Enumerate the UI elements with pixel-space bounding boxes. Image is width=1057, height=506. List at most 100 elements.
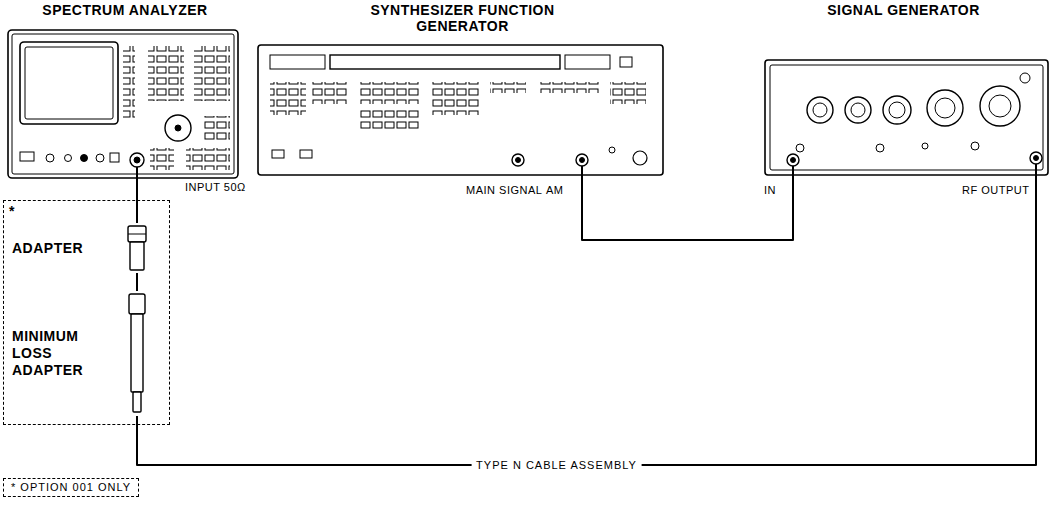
cable [136, 273, 138, 291]
signal-generator-drawing-part [1035, 164, 1037, 182]
signal-generator-drawing-part [851, 103, 865, 117]
spectrum-analyzer-drawing-part [20, 152, 34, 161]
signal-generator-drawing-part [787, 154, 799, 166]
footnote-text: * OPTION 001 ONLY [11, 481, 131, 494]
synthesizer-drawing-part [360, 82, 420, 104]
spectrum-analyzer-drawing-part [130, 153, 144, 167]
instrument-outline: SIGNAL GENERATOR [755, 2, 1052, 182]
adapter-drawing-part [128, 234, 146, 235]
spectrum-analyzer-drawing-part [20, 42, 118, 124]
instrument-outline: SYNTHESIZER FUNCTION GENERATOR [255, 2, 670, 182]
synthesizer-drawing [258, 45, 663, 182]
port-label: AM [546, 184, 564, 196]
port-label: INPUT 50Ω [185, 181, 246, 193]
synthesizer-drawing-part [580, 158, 585, 163]
option-group-box: * ADAPTER MINIMUM LOSS ADAPTER [3, 200, 170, 425]
option-note-box: * OPTION 001 ONLY [3, 478, 139, 497]
synthesizer-drawing-part [512, 154, 524, 166]
spectrum-analyzer-drawing-part [175, 125, 181, 131]
minimum-loss-adapter-drawing-part [133, 392, 141, 412]
spectrum-analyzer-drawing-part [123, 46, 135, 120]
signal-generator-drawing-part [807, 97, 833, 123]
synthesizer-drawing-part [633, 151, 647, 165]
instrument-title: SIGNAL GENERATOR [827, 2, 980, 18]
signal-generator-drawing-part [1020, 73, 1030, 83]
signal-generator-drawing-part [1034, 156, 1039, 161]
adapter-drawing-part [128, 226, 146, 242]
signal-generator-drawing-part [791, 158, 796, 163]
spectrum-analyzer-drawing-part [65, 155, 72, 162]
part-label: * [9, 203, 164, 220]
synthesizer-drawing-part [312, 82, 348, 104]
instrument-outline: SPECTRUM ANALYZER [5, 2, 245, 180]
signal-generator-drawing-part [1030, 152, 1042, 164]
adapter-part: MINIMUM LOSS ADAPTER [12, 291, 162, 416]
synthesizer-drawing-part [330, 55, 560, 69]
spectrum-analyzer-drawing-part [96, 154, 104, 162]
signal-generator-drawing-part [876, 144, 884, 152]
spectrum-analyzer-drawing-part [194, 46, 230, 101]
synthesizer-drawing-part [300, 150, 312, 158]
port-label: RF OUTPUT [962, 184, 1029, 196]
signal-generator-drawing-part [845, 97, 871, 123]
signal-generator-drawing-part [765, 60, 1048, 175]
spectrum-analyzer-drawing-part [148, 46, 184, 101]
signal-generator-drawing-part [922, 143, 928, 149]
signal-generator-drawing-part [792, 166, 794, 182]
synthesizer-drawing-part [540, 82, 600, 93]
minimum-loss-adapter-drawing-part [129, 294, 145, 314]
synthesizer-drawing-part [581, 166, 583, 182]
synthesizer-drawing-part [576, 154, 588, 166]
instrument-title: SYNTHESIZER FUNCTION GENERATOR [368, 2, 558, 34]
spectrum-analyzer-drawing-part [81, 155, 88, 162]
signal-generator-drawing-part [989, 95, 1011, 117]
port-label: IN [764, 184, 776, 196]
synthesizer-drawing-part [610, 82, 646, 104]
spectrum-analyzer-drawing-part [12, 34, 234, 174]
synthesizer-drawing-part [272, 150, 284, 158]
synthesizer-drawing-part [258, 45, 663, 175]
signal-generator-drawing-part [770, 65, 1043, 170]
adapter-drawing [128, 226, 146, 270]
synthesizer-drawing-part [565, 55, 610, 69]
signal-generator-drawing-part [935, 98, 955, 118]
port-label: MAIN SIGNAL [466, 184, 542, 196]
signal-generator-drawing-part [927, 90, 963, 126]
signal-generator-drawing-part [883, 96, 911, 124]
synthesizer-drawing-part [516, 158, 521, 163]
spectrum-analyzer-drawing-part [186, 148, 230, 170]
spectrum-analyzer-drawing-part [150, 148, 174, 170]
synthesizer-drawing-part [432, 82, 480, 115]
signal-generator-drawing-part [980, 86, 1020, 126]
spectrum-analyzer-drawing-part [46, 154, 54, 162]
cable [582, 182, 793, 240]
part-label: MINIMUM LOSS ADAPTER [12, 328, 104, 378]
synthesizer-drawing-part [609, 147, 615, 153]
spectrum-analyzer-drawing-part [110, 153, 119, 162]
minimum-loss-adapter-drawing [129, 294, 145, 412]
signal-generator-drawing-part [889, 102, 905, 118]
adapter-part: ADAPTER [12, 223, 162, 273]
spectrum-analyzer-drawing-part [204, 116, 230, 142]
spectrum-analyzer-drawing-part [134, 157, 140, 163]
spectrum-analyzer-drawing [8, 30, 238, 180]
spectrum-analyzer-drawing-part [136, 167, 138, 180]
synthesizer-drawing-part [620, 57, 632, 67]
synthesizer-drawing-part [270, 55, 325, 69]
spectrum-analyzer-drawing-part [8, 30, 238, 178]
instrument-title: SPECTRUM ANALYZER [42, 2, 207, 18]
cable [137, 182, 1036, 465]
minimum-loss-adapter-drawing-part [131, 314, 143, 392]
adapter-drawing-part [130, 242, 144, 270]
cable [136, 180, 138, 223]
synthesizer-drawing-part [270, 82, 306, 115]
spectrum-analyzer-drawing-part [25, 47, 113, 119]
part-label: ADAPTER [12, 240, 83, 257]
signal-generator-drawing [765, 60, 1048, 182]
signal-generator-drawing-part [971, 142, 979, 150]
